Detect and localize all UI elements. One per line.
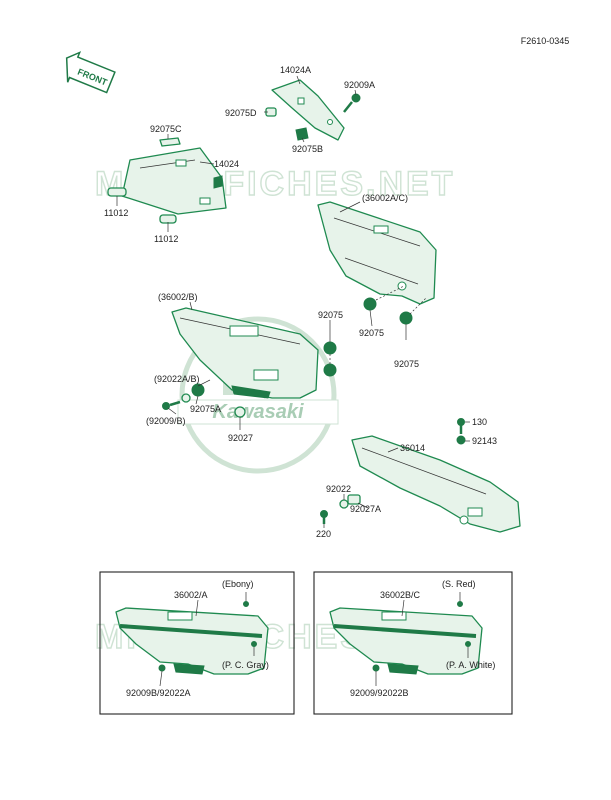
front-arrow-icon: FRONT <box>65 51 116 94</box>
inset-right-color-bottom: (P. A. White) <box>446 660 495 670</box>
grommet-92075B <box>295 127 309 141</box>
label-36002AC: (36002A/C) <box>362 193 408 203</box>
grommet-92075-c <box>323 341 337 355</box>
inset-left: 36002/A (Ebony) (P. C. Gray) 92009B/9202… <box>99 571 295 715</box>
label-92009A: 92009A <box>344 80 375 90</box>
grommet-92075-a <box>363 297 377 311</box>
label-130: 130 <box>472 417 487 427</box>
chain-cover-36014 <box>351 435 521 533</box>
collar-92143 <box>456 435 466 445</box>
screw-92009B <box>162 400 181 410</box>
label-11012-left: 11012 <box>104 208 128 218</box>
label-92022: 92022 <box>326 484 351 494</box>
label-92027A: 92027A <box>350 504 381 514</box>
label-92022AB: (92022A/B) <box>154 374 200 384</box>
screw-92009A <box>343 93 361 113</box>
logo-text: Kawasaki <box>212 401 304 423</box>
label-92027: 92027 <box>228 433 253 443</box>
figure-code: F2610-0345 <box>521 36 570 46</box>
label-92075-right: 92075 <box>394 359 419 369</box>
bolt-130 <box>457 418 465 434</box>
grommet-11012-left <box>107 187 127 197</box>
collar-92027A <box>347 494 361 505</box>
inset-right-part: 36002B/C <box>380 590 421 600</box>
label-11012-right: 11012 <box>154 234 178 244</box>
grommet-92075C <box>159 137 181 147</box>
side-cover-14024 <box>121 147 227 215</box>
label-92075C: 92075C <box>150 124 182 134</box>
washer-92022AB <box>181 393 191 403</box>
inset-right-fasteners: 92009/92022B <box>350 688 409 698</box>
inset-right: 36002B/C (S. Red) (P. A. White) 92009/92… <box>313 571 513 715</box>
grommet-92075-d <box>323 363 337 377</box>
inset-left-color-top: (Ebony) <box>222 579 254 589</box>
label-92075D: 92075D <box>225 108 257 118</box>
screw-220 <box>320 510 328 524</box>
side-cover-36002AC <box>317 201 437 305</box>
inset-right-color-top: (S. Red) <box>442 579 476 589</box>
grommet-11012-right <box>159 214 177 224</box>
label-220: 220 <box>316 529 331 539</box>
inset-left-color-bottom: (P. C. Gray) <box>222 660 269 670</box>
inset-left-fasteners: 92009B/92022A <box>126 688 191 698</box>
label-14024A: 14024A <box>280 65 311 75</box>
label-14024: 14024 <box>214 159 239 169</box>
label-92075B: 92075B <box>292 144 323 154</box>
label-92075-mid: 92075 <box>359 328 384 338</box>
inset-left-part: 36002/A <box>174 590 208 600</box>
label-92143: 92143 <box>472 436 497 446</box>
side-cover-36002B <box>171 307 319 399</box>
label-36014: 36014 <box>400 443 425 453</box>
label-36002B: (36002/B) <box>158 292 198 302</box>
label-92075-top: 92075 <box>318 310 343 320</box>
collar-92027 <box>234 406 246 418</box>
bracket-14024A <box>271 79 345 141</box>
label-92009B: (92009/B) <box>146 416 186 426</box>
leader-lines <box>116 75 470 528</box>
washer-92022 <box>339 499 349 509</box>
label-92075A: 92075A <box>190 404 221 414</box>
